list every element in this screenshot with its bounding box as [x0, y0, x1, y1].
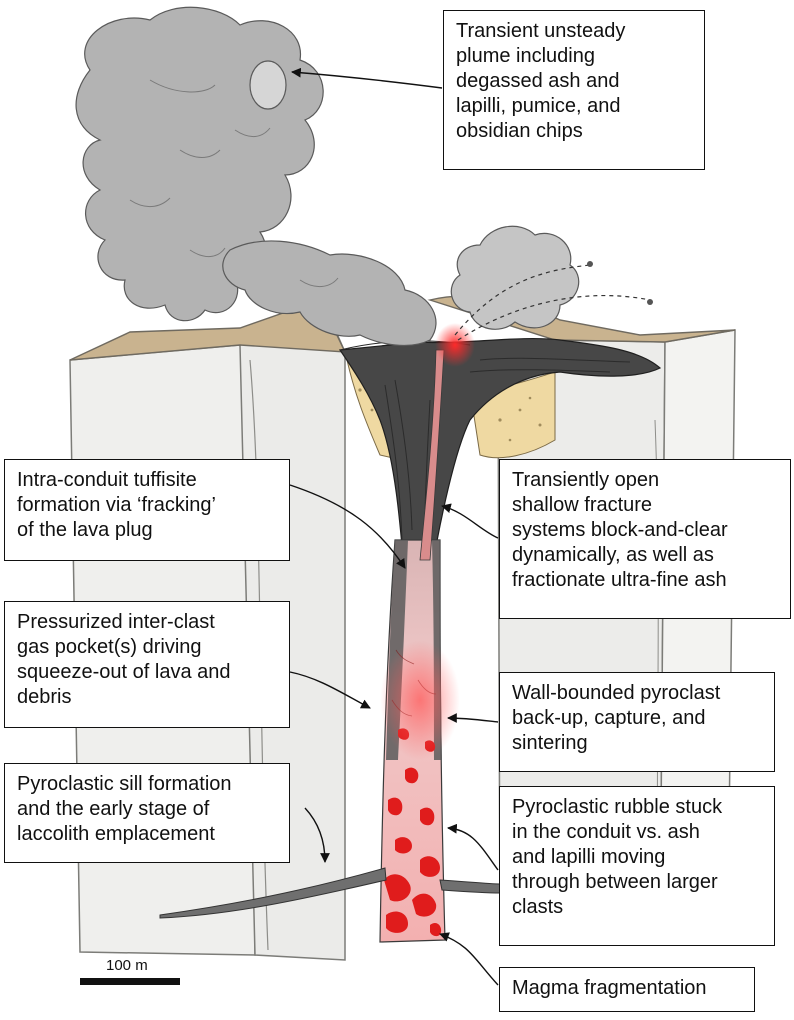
callout-rubble: Pyroclastic rubble stuck in the conduit …	[499, 786, 775, 946]
scale-bar	[80, 978, 180, 985]
callout-wall-bounded: Wall-bounded pyroclast back-up, capture,…	[499, 672, 775, 772]
callout-plume: Transient unsteady plume including degas…	[443, 10, 705, 170]
scale-bar-label: 100 m	[106, 957, 148, 974]
callout-fracture: Transiently open shallow fracture system…	[499, 459, 791, 619]
callout-tuffisite: Intra-conduit tuffisite formation via ‘f…	[4, 459, 290, 561]
ash-plume	[75, 6, 580, 346]
conduit	[379, 323, 475, 943]
leader-arrows	[289, 67, 499, 986]
red-clasts	[384, 728, 442, 937]
callout-fragmentation: Magma fragmentation	[499, 967, 755, 1012]
callout-sill: Pyroclastic sill formation and the early…	[4, 763, 290, 863]
ballistic-trajectories	[454, 264, 651, 341]
plume-texture	[129, 79, 339, 287]
ballistic-clasts	[587, 261, 653, 305]
callout-gas-pocket: Pressurized inter-clast gas pocket(s) dr…	[4, 601, 290, 728]
